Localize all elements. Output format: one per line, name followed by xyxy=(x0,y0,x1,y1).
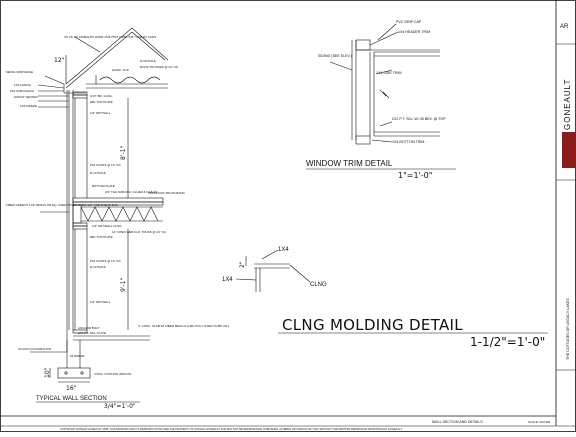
wall-note-floor-truss: 14" OPEN WEB FLR. TRUSS @ 24" OC xyxy=(112,230,167,234)
project-name: THE COTTAGES OF LEGACY LAKES xyxy=(566,298,570,360)
wall-note-frieze: 1X6 FRIEZE xyxy=(20,104,37,108)
window-trim-scale: 1"=1'-0" xyxy=(398,171,432,180)
wall-note-rebar: #4 REBAR xyxy=(70,354,85,358)
wall-note-fascia: 1X4 FASCIA xyxy=(14,83,31,87)
wall-note-hurricane-clip: HURR. CLIP xyxy=(112,68,129,72)
wall-note-soffit: SOFFIT VENTED xyxy=(14,95,38,99)
dim-overhang: 12" xyxy=(54,57,65,64)
window-trim-drawing xyxy=(329,23,440,145)
window-note-siding: SIDING (SEE ELEV.) xyxy=(318,54,352,58)
clng-label-1x4-top: 1X4 xyxy=(278,247,289,253)
wall-note-siding: FIBER CEMENT LAP SIDING OR EQ. OVER TYVE… xyxy=(6,203,119,207)
wall-note-drywall: 1/2" DRYWALL xyxy=(90,111,111,115)
wall-note-trusses: ROOF TRUSSES @ 24" OC xyxy=(140,65,179,69)
wall-note-r13-2: R-13 INSUL. xyxy=(90,265,107,269)
wall-note-roofing: 30 YR 3D SHINGLES OVER 15# FELT OVER 5/8… xyxy=(64,35,156,39)
firm-initials: AR xyxy=(560,24,569,30)
window-note-drip-cap: PVC DRIP CAP xyxy=(396,20,422,24)
wall-note-gyp-clng: GYP. BD. CLNG. xyxy=(90,94,113,98)
dim-footing-width: 16" xyxy=(66,385,77,392)
sheet-title: WALL SECTION AND DETAILS xyxy=(432,420,483,424)
window-note-sill: 2X2 P.T. SILL W/ 45 BEV. @ TOP xyxy=(392,117,446,121)
clng-molding-scale: 1-1/2"=1'-0" xyxy=(470,335,545,349)
wall-note-drip-edge: METAL DRIP EDGE xyxy=(6,70,33,74)
wall-note-studs: 2X4 STUDS @ 16" OC xyxy=(90,163,122,167)
clng-label-1x4-side: 1X4 xyxy=(222,277,233,283)
dim-floor-height: 9'-1" xyxy=(120,278,127,292)
window-trim-notes: PVC DRIP CAP 1X4 HEADER TRIM SIDING (SEE… xyxy=(306,20,456,180)
clng-molding-title: CLNG MOLDING DETAIL xyxy=(282,316,463,334)
firm-logo: GONEAULT xyxy=(563,79,572,130)
clng-molding-drawing xyxy=(235,249,311,292)
wall-note-studs-2: 2X4 STUDS @ 16" OC xyxy=(90,259,122,263)
clng-dim: 2" xyxy=(239,261,246,268)
dim-ceiling-height: 8'-1" xyxy=(120,146,127,160)
firm-logo-red-block xyxy=(562,132,576,168)
wall-section-drawing xyxy=(30,27,169,383)
wall-section-scale: 3/4"=1'-0" xyxy=(104,403,136,410)
wall-note-top-plate-2: DBL TOP PLATE xyxy=(90,235,113,239)
clng-molding-notes: 2" 1X4 1X4 CLNG CLNG MOLDING DETAIL 1-1/… xyxy=(222,247,548,349)
wall-note-subfascia: 2X6 SUB-FASCIA xyxy=(10,89,34,93)
copyright-notice: COPYRIGHT RONALD GONEAULT 2008. THIS DRA… xyxy=(60,427,403,431)
wall-note-bottom-plate: BOTTOM PLATE xyxy=(92,184,115,188)
wall-note-slab: 4" CONC. SLAB W/ FIBER MESH & 6 MIL POLY… xyxy=(138,324,230,328)
dim-footing-depth: 10" xyxy=(44,367,51,378)
wall-note-footing: CONC. FOOTING 3000 PSI xyxy=(94,372,132,376)
window-trim-title: WINDOW TRIM DETAIL xyxy=(306,159,393,168)
wall-section-title: TYPICAL WALL SECTION xyxy=(36,396,107,402)
sheet-scale-note: SCALE: NOTED xyxy=(528,420,551,424)
wall-note-top-plate: DBL TOP PLATE xyxy=(90,100,113,104)
wall-note-r13: R-13 INSUL. xyxy=(90,171,107,175)
clng-label-ceiling: CLNG xyxy=(310,282,327,288)
wall-note-drywall-2: 1/2" DRYWALL xyxy=(90,300,111,304)
window-note-header-trim: 1X4 HEADER TRIM xyxy=(398,30,430,34)
wall-note-sill: 2X4 P.T. SILL PLATE xyxy=(78,331,106,335)
title-block: AR GONEAULT THE COTTAGES OF LEGACY LAKES… xyxy=(60,0,576,431)
wall-note-r30: R-30 INSUL. xyxy=(140,59,157,63)
wall-note-anchor-bolt: ANCHOR BOLT xyxy=(78,326,100,330)
wall-note-floor-band: 2X4 FLOOR TRUSS BAND xyxy=(148,191,185,195)
wall-note-drywall-clng: 1/2" DRYWALL CLNG. xyxy=(92,224,122,228)
window-note-bottom-trim: 1X4 BOTTOM TRIM xyxy=(392,140,424,144)
wall-note-stucco: STUCCO FOUNDATION xyxy=(18,347,51,351)
window-note-side-trim: 1X4 SIDE TRIM xyxy=(376,71,402,75)
wall-section-notes: 30 YR 3D SHINGLES OVER 15# FELT OVER 5/8… xyxy=(6,35,230,410)
wall-note-subfloor: 3/4" T&G SUB-FLR. GLUED & NAILED xyxy=(105,190,158,194)
